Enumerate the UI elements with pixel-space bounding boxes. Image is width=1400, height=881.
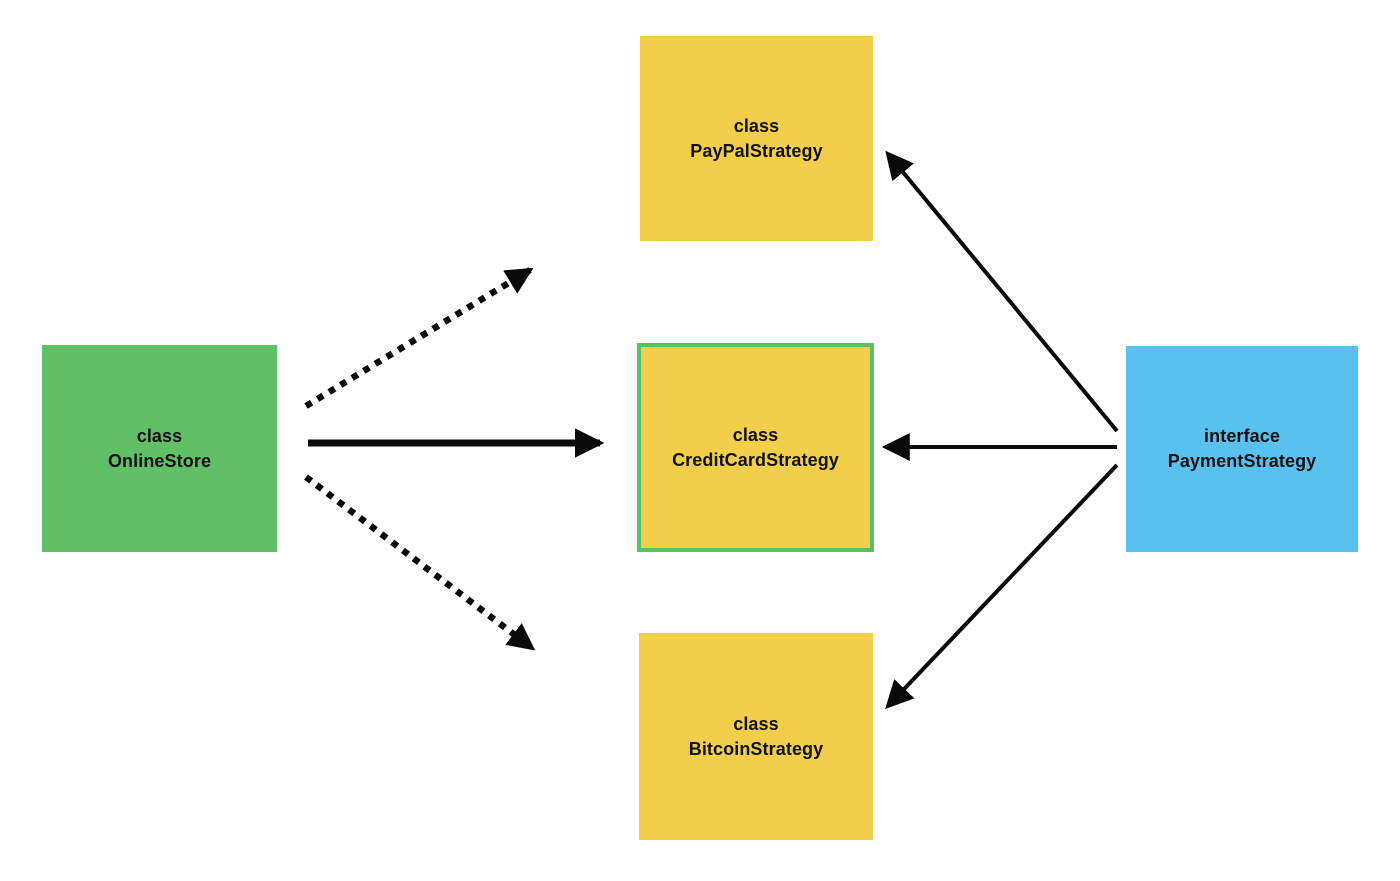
edge-store-to-paypal-dotted-arrow [304, 267, 534, 409]
edge-interface-to-paypal-arrow [885, 150, 1119, 433]
node-class-bitcoinstrategy: class BitcoinStrategy [639, 633, 873, 840]
node-name: PayPalStrategy [690, 140, 823, 161]
node-class-creditcardstrategy-highlighted: class CreditCardStrategy [637, 343, 874, 552]
node-name: CreditCardStrategy [672, 449, 839, 470]
node-label: class CreditCardStrategy [672, 423, 839, 473]
node-name: OnlineStore [107, 450, 212, 471]
node-class-paypalstrategy: class PayPalStrategy [640, 36, 873, 241]
node-keyword: interface [1204, 426, 1280, 446]
edge-store-to-bitcoin-dotted-arrow [304, 474, 536, 651]
node-keyword: class [136, 425, 183, 446]
node-keyword: class [733, 115, 780, 136]
node-label: class OnlineStore [108, 424, 211, 474]
edge-interface-to-bitcoin-arrow [885, 463, 1119, 710]
node-class-onlinestore: class OnlineStore [42, 345, 277, 552]
node-name: BitcoinStrategy [688, 738, 824, 759]
node-keyword: class [733, 713, 779, 734]
node-label: class BitcoinStrategy [689, 712, 824, 762]
node-name: PaymentStrategy [1167, 451, 1317, 471]
node-label: class PayPalStrategy [690, 114, 822, 164]
node-keyword: class [732, 424, 779, 445]
node-interface-paymentstrategy: interface PaymentStrategy [1126, 346, 1358, 552]
node-label: interface PaymentStrategy [1168, 424, 1317, 474]
